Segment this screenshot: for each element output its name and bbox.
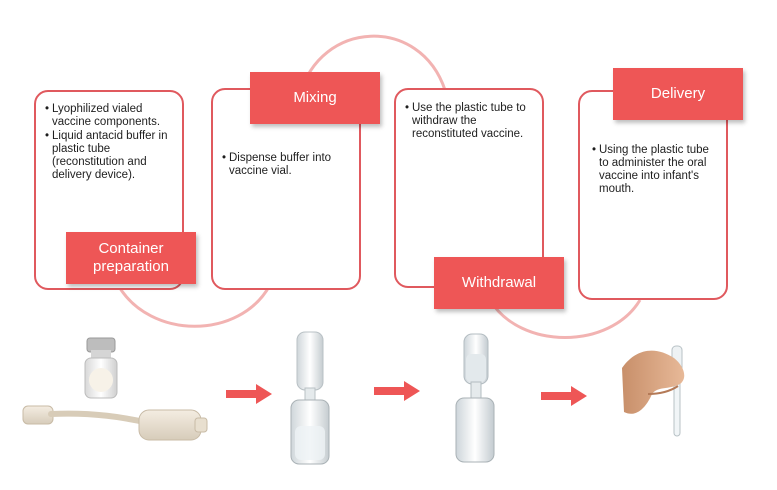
step-title-container-preparation: Container preparation <box>66 232 196 284</box>
right-arrow-icon <box>541 386 587 406</box>
step-2-bullet-1: Dispense buffer into vaccine vial. <box>222 152 354 178</box>
withdrawal-image <box>455 333 495 463</box>
step-3-bullets: Use the plastic tube to withdraw the rec… <box>405 102 537 142</box>
step-title-delivery: Delivery <box>613 68 743 120</box>
step-1-bullet-2: Liquid antacid buffer in plastic tube (r… <box>45 130 177 182</box>
step-card-withdrawal: Use the plastic tube to withdraw the rec… <box>394 88 544 288</box>
step-1-bullets: Lyophilized vialed vaccine components. L… <box>45 103 177 183</box>
step-title-mixing: Mixing <box>250 72 380 124</box>
step-3-bullet-1: Use the plastic tube to withdraw the rec… <box>405 102 537 141</box>
connector-loop-bottom-right <box>488 299 642 339</box>
step-4-bullet-1: Using the plastic tube to administer the… <box>592 144 717 196</box>
vial-and-tube-image <box>22 337 208 441</box>
step-card-delivery: Using the plastic tube to administer the… <box>578 90 728 300</box>
connector-loop-bottom-left <box>116 284 272 328</box>
hand-with-tube-image <box>622 345 685 437</box>
step-card-container-preparation: Lyophilized vialed vaccine components. L… <box>34 90 184 290</box>
step-2-bullets: Dispense buffer into vaccine vial. <box>222 152 354 179</box>
connector-loop-top-middle <box>298 34 447 96</box>
step-1-bullet-1: Lyophilized vialed vaccine components. <box>45 103 177 129</box>
tube-in-vial-image <box>290 331 330 465</box>
step-title-withdrawal: Withdrawal <box>434 257 564 309</box>
right-arrow-icon <box>226 384 272 404</box>
right-arrow-icon <box>374 381 420 401</box>
step-4-bullets: Using the plastic tube to administer the… <box>592 144 717 197</box>
